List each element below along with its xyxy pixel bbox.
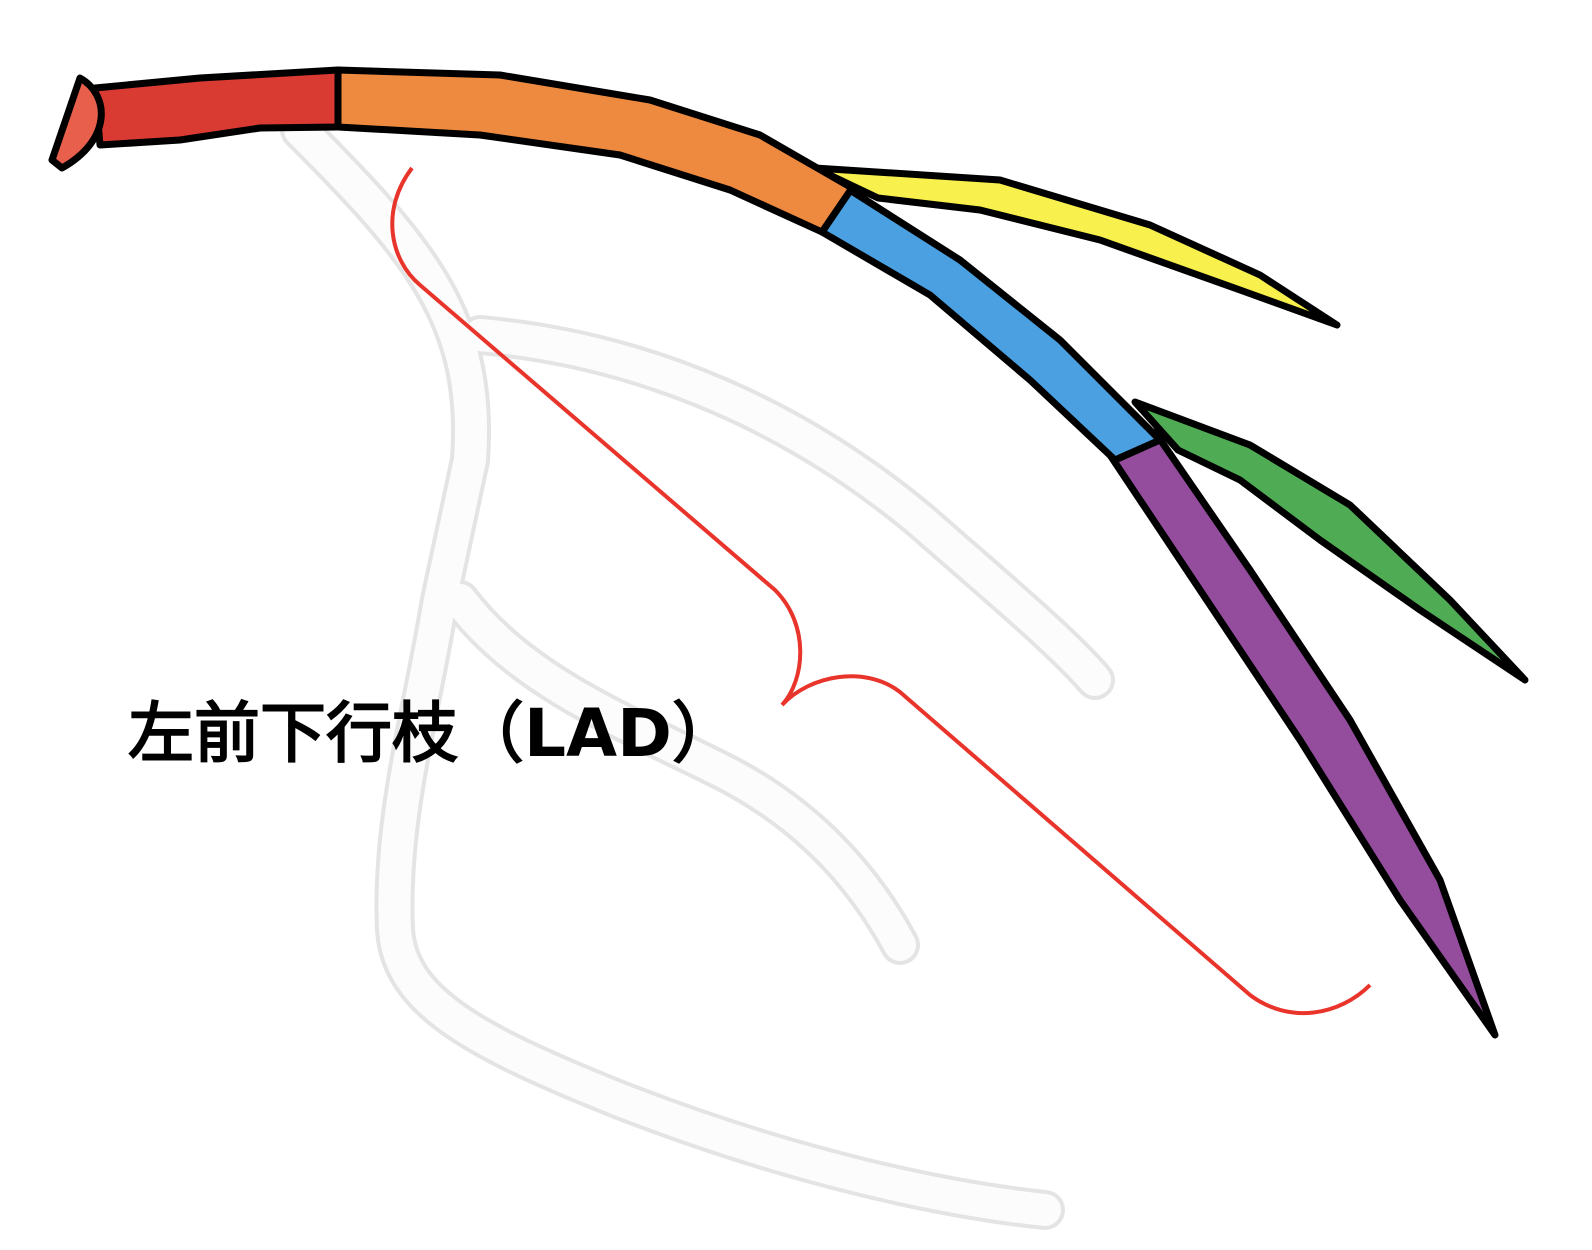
annotation-brace (390, 166, 1372, 1016)
lad-label: 左前下行枝（LAD） (128, 695, 738, 772)
ostium-cap (48, 74, 105, 172)
diagonal-2-segment (1131, 398, 1529, 684)
diagonal-1-segment (811, 164, 1341, 329)
mid-segment (818, 186, 1164, 464)
proximal-mid-segment (334, 66, 856, 236)
distal-segment (1106, 428, 1499, 1039)
background-vessels-inner (284, 114, 1111, 1226)
proximal-segment (91, 66, 342, 149)
